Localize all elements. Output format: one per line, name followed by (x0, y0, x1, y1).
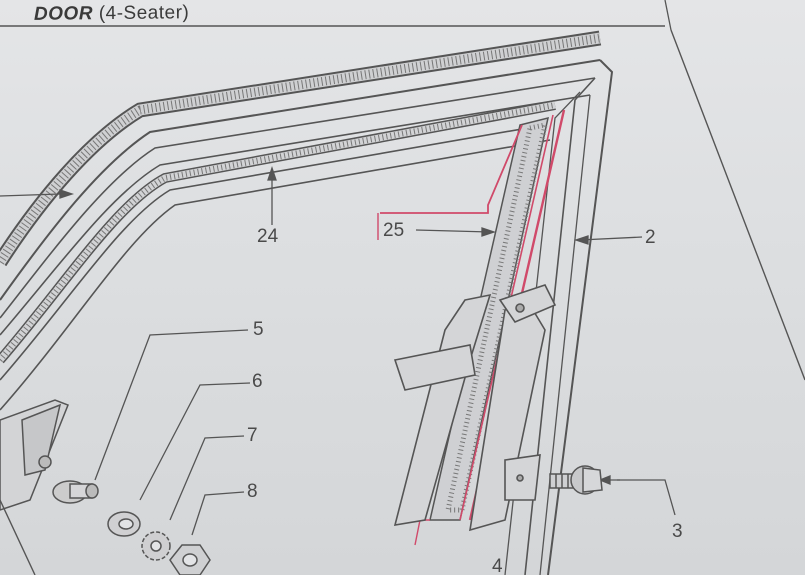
callout-3: 3 (672, 521, 683, 542)
callout-8: 8 (247, 481, 258, 502)
leader-lines (0, 165, 676, 536)
window-regulator-rail (393, 284, 557, 532)
callout-6: 6 (252, 371, 263, 392)
frame-corner (664, 0, 672, 31)
frame-right-edge (670, 29, 805, 381)
lower-left-bracket (0, 399, 69, 575)
inner-glass-seal (0, 100, 556, 364)
callout-4: 4 (492, 556, 503, 575)
callout-bracket-25 (380, 124, 523, 214)
washer-part-6 (107, 511, 141, 537)
callout-7: 7 (247, 425, 258, 446)
screw-part-5 (52, 480, 99, 504)
bolt-part-3 (549, 465, 603, 495)
callout-2: 2 (645, 227, 656, 248)
callout-5: 5 (253, 319, 264, 340)
outer-weatherstrip (0, 30, 602, 267)
lock-washer-part-7 (141, 531, 171, 561)
callout-25: 25 (383, 220, 405, 241)
door-frame (0, 59, 614, 575)
callout-24: 24 (257, 226, 279, 247)
nut-part-8 (169, 544, 211, 575)
